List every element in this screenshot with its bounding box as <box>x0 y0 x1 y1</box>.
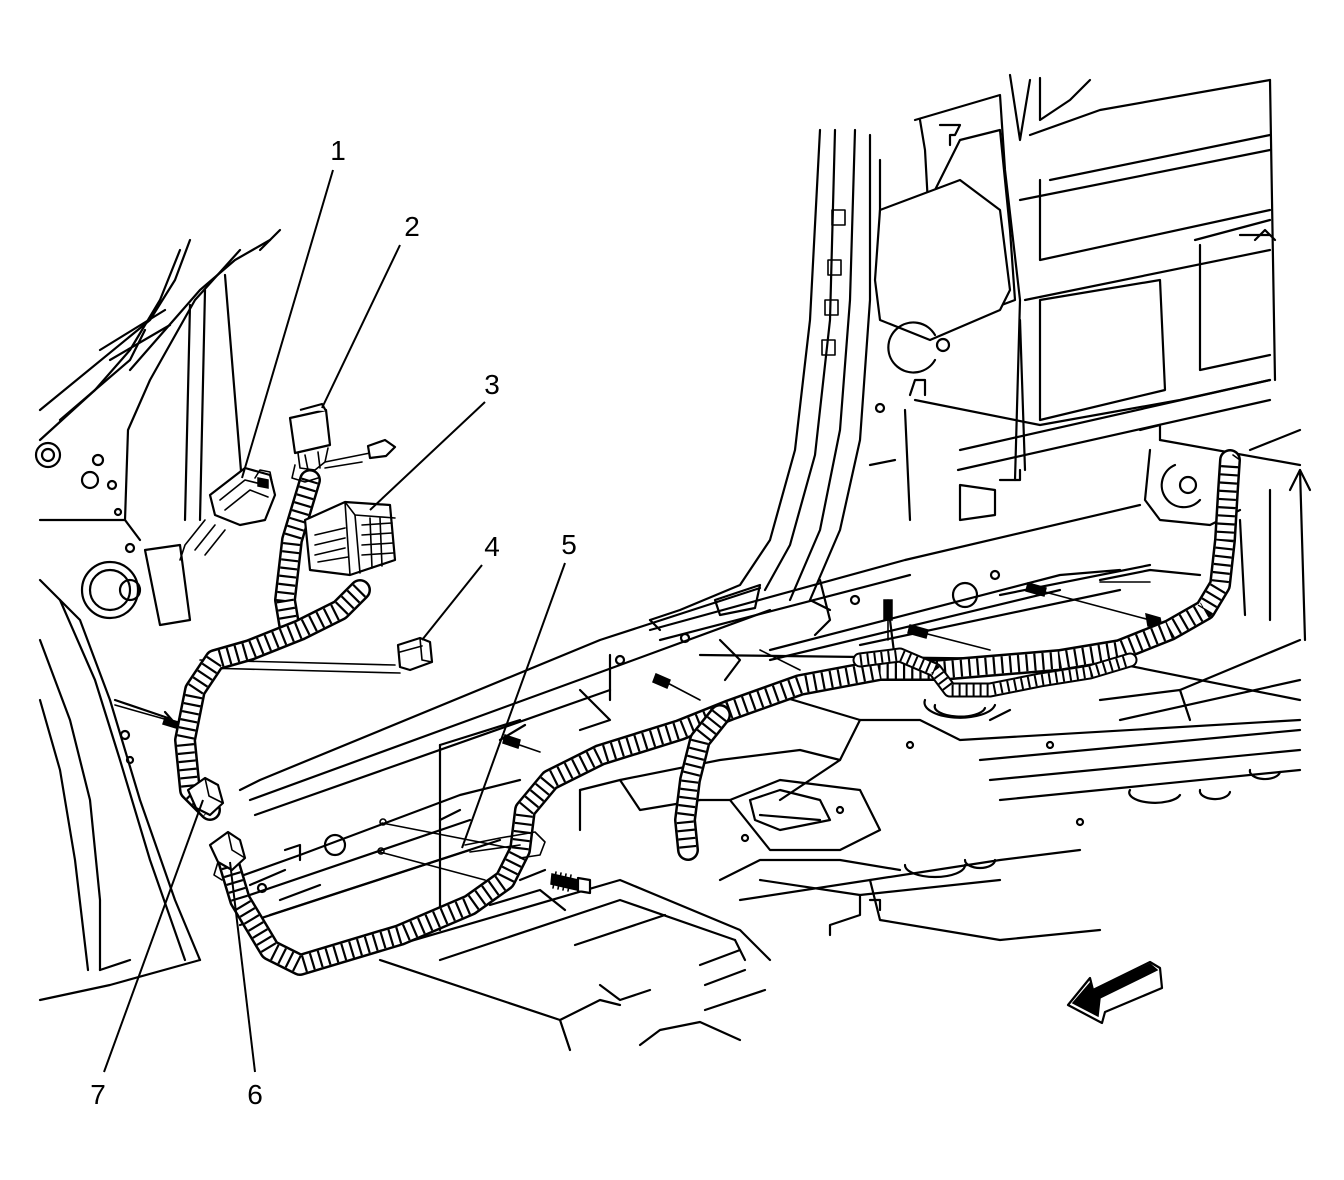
connector-1-component <box>180 468 275 560</box>
connector-7-component <box>188 778 223 815</box>
b-pillar <box>650 130 880 630</box>
callout-4: 4 <box>484 531 500 562</box>
callout-2: 2 <box>404 211 420 242</box>
front-direction-arrow-icon <box>1068 962 1162 1023</box>
connector-6-component <box>210 832 245 880</box>
leader-5 <box>462 563 565 848</box>
fasteners <box>115 582 1162 893</box>
rear-body-side <box>870 75 1310 640</box>
callout-6: 6 <box>247 1079 263 1110</box>
connector-4-component <box>398 638 432 670</box>
callout-7: 7 <box>90 1079 106 1110</box>
callout-3: 3 <box>484 369 500 400</box>
leader-1 <box>242 170 333 478</box>
left-pillar <box>36 230 280 1000</box>
leader-4 <box>422 565 482 640</box>
floor-pan <box>580 505 1300 940</box>
callout-labels: 1 2 3 4 5 6 7 <box>90 135 577 1110</box>
callout-leaders <box>104 170 565 1072</box>
rocker-panel <box>230 588 770 1050</box>
ground-bolt <box>551 872 590 893</box>
leader-2 <box>322 245 400 408</box>
callout-5: 5 <box>561 529 577 560</box>
leader-6 <box>230 862 255 1072</box>
leader-7 <box>104 800 203 1072</box>
leader-3 <box>370 402 485 510</box>
wiring-harness <box>185 455 1240 965</box>
connector-3-component <box>305 502 395 575</box>
connector-2-component <box>290 404 395 482</box>
callout-1: 1 <box>330 135 346 166</box>
